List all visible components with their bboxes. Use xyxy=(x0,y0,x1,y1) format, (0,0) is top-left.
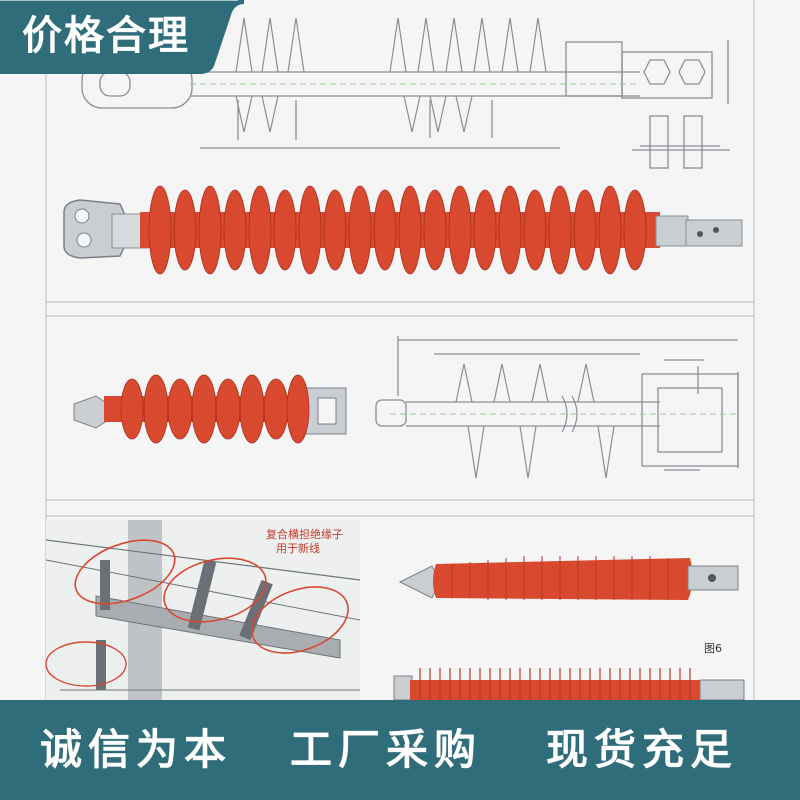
badge-text: 价格合理 xyxy=(22,13,190,59)
slogan-factory: 工厂采购 xyxy=(290,725,483,774)
insulator-short-sheds xyxy=(120,374,310,444)
figure-label: 图6 xyxy=(704,642,722,655)
drawing-middle-sheds xyxy=(455,363,615,479)
price-badge: 价格合理 xyxy=(0,0,238,72)
annotation-line-1: 复合横担绝缘子 xyxy=(266,528,343,541)
slogan-integrity: 诚信为本 xyxy=(40,725,233,774)
insulator-long-sheds xyxy=(148,185,647,275)
slogan-footer: 诚信为本 工厂采购 现货充足 xyxy=(0,700,800,800)
insulator-rod-red xyxy=(393,668,745,701)
slogan-stock: 现货充足 xyxy=(546,725,739,774)
drawing-top xyxy=(81,40,730,169)
drawing-top-sheds xyxy=(235,17,547,133)
drawing-middle xyxy=(375,336,739,471)
pole-installation-photo xyxy=(45,520,361,700)
annotation-line-2: 用于新线 xyxy=(276,542,320,555)
price-badge-shape xyxy=(0,0,244,74)
insulator-post-red xyxy=(398,556,739,600)
